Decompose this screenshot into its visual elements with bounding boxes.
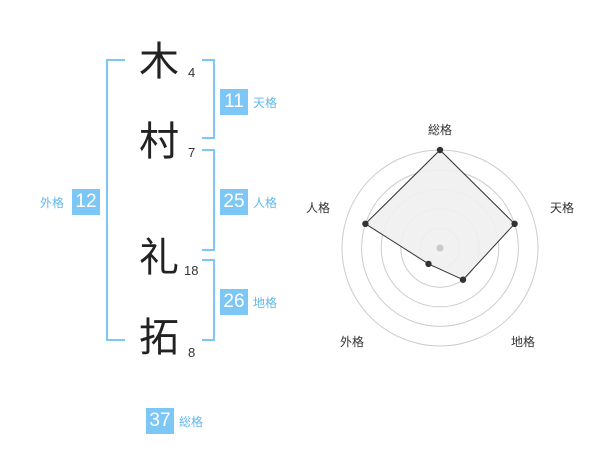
radar-point-5 xyxy=(362,220,369,227)
soukaku-label: 総格 xyxy=(179,415,204,429)
radar-data-area xyxy=(364,149,516,281)
radar-label-tenkaku: 天格 xyxy=(550,201,575,215)
radar-point-1 xyxy=(436,146,444,154)
chikaku-bracket xyxy=(202,259,215,341)
radar-point-3 xyxy=(459,276,467,283)
tenkaku-value-badge: 11 xyxy=(220,89,248,115)
gaikaku-label: 外格 xyxy=(40,196,65,210)
name-char-4-strokes: 8 xyxy=(188,345,196,360)
soukaku-value-badge: 37 xyxy=(146,408,174,434)
gaikaku-value-badge: 12 xyxy=(72,189,100,215)
radar-point-4 xyxy=(425,260,432,268)
radar-label-soukaku: 総格 xyxy=(428,123,453,137)
radar-point-2 xyxy=(511,220,518,227)
radar-label-chikaku: 地格 xyxy=(511,335,536,349)
name-char-2: 村 xyxy=(139,119,179,165)
chikaku-label: 地格 xyxy=(253,296,278,310)
tenkaku-bracket xyxy=(202,59,215,139)
name-char-2-strokes: 7 xyxy=(188,145,196,160)
gaikaku-bracket xyxy=(106,59,125,341)
jinkaku-value-badge: 25 xyxy=(220,189,248,215)
name-char-3: 礼 xyxy=(139,235,179,281)
radar-label-jinkaku: 人格 xyxy=(306,201,331,215)
radar-center-dot xyxy=(436,244,444,252)
jinkaku-bracket xyxy=(202,149,215,251)
tenkaku-label: 天格 xyxy=(253,96,278,110)
name-char-3-strokes: 18 xyxy=(184,263,199,278)
name-char-4: 拓 xyxy=(139,315,179,361)
jinkaku-label: 人格 xyxy=(253,196,278,210)
radar-label-gaikaku: 外格 xyxy=(340,335,365,349)
name-char-1: 木 xyxy=(139,39,179,85)
chikaku-value-badge: 26 xyxy=(220,289,248,315)
name-char-1-strokes: 4 xyxy=(188,65,196,80)
